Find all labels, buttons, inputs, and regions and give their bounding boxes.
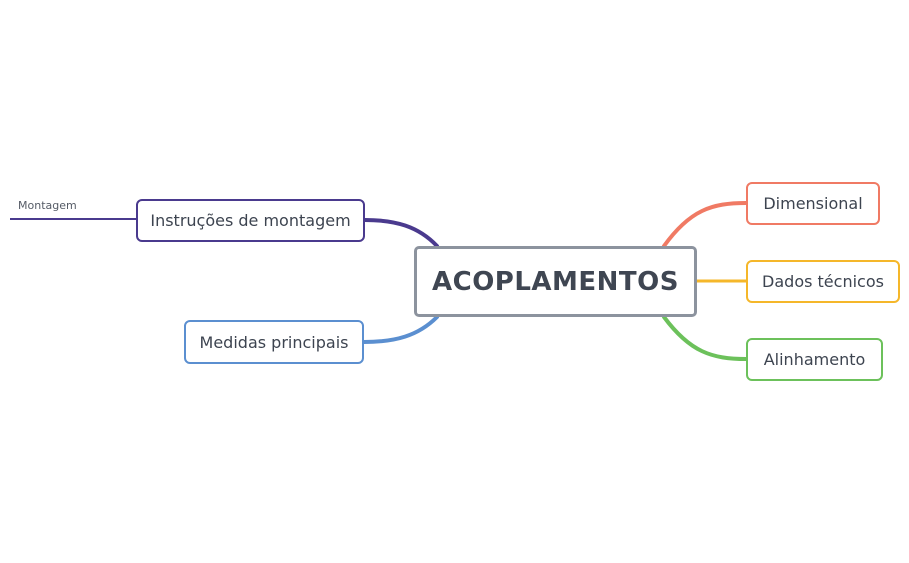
topic-instrucoes-de-montagem[interactable]: Instruções de montagem (136, 199, 365, 242)
connector-medidas (362, 315, 439, 344)
topic-dados-tecnicos[interactable]: Dados técnicos (746, 260, 900, 303)
topic-dimensional[interactable]: Dimensional (746, 182, 880, 225)
root-topic[interactable]: ACOPLAMENTOS (414, 246, 697, 317)
topic-alinhamento[interactable]: Alinhamento (746, 338, 883, 381)
connector-dimensional (662, 201, 748, 248)
topic-medidas-principais[interactable]: Medidas principais (184, 320, 364, 364)
connector-alinhamento (662, 315, 748, 361)
connector-instrucoes (363, 218, 439, 248)
subtopic-montagem[interactable]: Montagem (18, 199, 77, 212)
